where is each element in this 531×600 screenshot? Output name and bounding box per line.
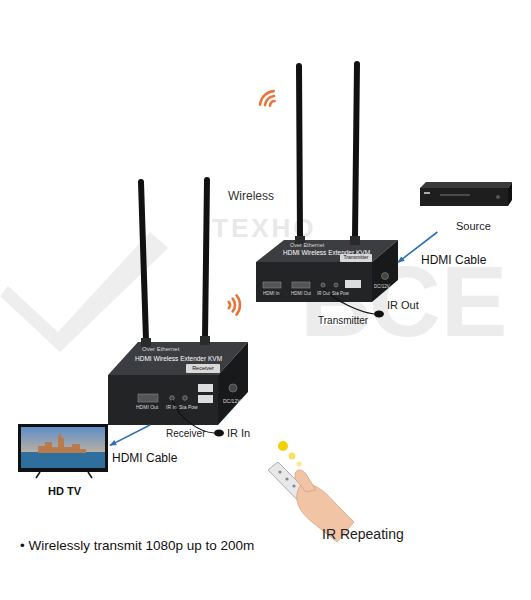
antenna	[205, 180, 207, 338]
dvd-side	[508, 182, 512, 206]
thumb	[295, 470, 316, 492]
antenna	[355, 64, 357, 236]
device-side	[372, 240, 398, 302]
part-label: Receiver	[166, 428, 205, 440]
device-print: Over Ethernet	[290, 242, 324, 248]
device-name: Source	[456, 220, 491, 233]
led	[334, 283, 338, 287]
antenna	[141, 182, 146, 340]
hdmi-port	[263, 282, 281, 288]
usb-port	[198, 384, 213, 392]
hdmi-port	[292, 282, 310, 288]
led	[183, 396, 188, 401]
port-label: Sta Pow	[179, 405, 198, 411]
tv-stand	[36, 472, 40, 478]
ir-jack	[321, 283, 325, 287]
edge-label: HDMI Cable	[421, 254, 486, 268]
remote-button	[285, 477, 288, 480]
tv-stand	[88, 472, 92, 478]
feature-label: IR Repeating	[322, 526, 404, 542]
device-front	[108, 375, 218, 425]
source-device: Source	[418, 180, 515, 232]
device-print: Over Ethernet	[142, 346, 179, 353]
ir-signal	[289, 453, 296, 460]
badge-text: Transmitter	[343, 255, 368, 261]
badge-text: Receiver	[192, 365, 214, 371]
ir-cable	[323, 288, 374, 314]
device-front	[256, 262, 372, 302]
antenna	[299, 66, 300, 236]
ir-signal	[278, 441, 288, 451]
part-label: IR Out	[387, 299, 419, 312]
dvd-front	[420, 188, 508, 206]
device-print: HDMI Wireless Extender KVM	[135, 355, 222, 362]
mode-badge: Receiver	[186, 364, 220, 373]
tv-sea	[21, 452, 105, 468]
feature-note: • Wirelessly transmit 1080p up to 200m	[20, 538, 254, 554]
tv-frame	[18, 424, 108, 472]
wifi-symbol	[229, 295, 240, 314]
wifi-symbol	[260, 91, 275, 106]
antenna-base	[350, 236, 360, 245]
dvd-logo	[424, 192, 430, 194]
port-label: HDMI In	[263, 291, 280, 296]
dc-jack	[382, 273, 389, 280]
antenna-base	[200, 336, 210, 345]
dvd-button	[496, 195, 500, 199]
link-label: Wireless	[228, 190, 274, 204]
dc-jack	[229, 384, 237, 392]
dvd-tray	[440, 194, 470, 196]
antenna-base	[141, 338, 151, 347]
mode-badge: Transmitter	[340, 254, 372, 262]
ir-receiver	[214, 430, 224, 437]
receiver-device: Over EthernetHDMI Wireless Extender KVM R…	[108, 342, 248, 425]
ir-emitter	[374, 311, 384, 318]
port-label: Sta Pow	[332, 291, 349, 296]
tv-town	[38, 432, 86, 453]
cable-arrow	[110, 425, 150, 445]
remote-button	[278, 470, 281, 473]
device-name: HD TV	[48, 485, 81, 498]
port-label: IR In	[166, 405, 177, 411]
usb-port	[345, 280, 361, 288]
remote-button	[292, 484, 295, 487]
port-label: HDMI Out	[291, 291, 311, 296]
port-label: HDMI Out	[136, 405, 158, 411]
dvd-top	[420, 182, 512, 188]
part-label: Transmitter	[318, 315, 368, 327]
cable-arrow	[398, 232, 437, 262]
tv-screen	[21, 427, 105, 468]
usb-port	[198, 395, 213, 403]
port-label: DC/12V	[374, 284, 390, 289]
port-label: IR Out	[317, 291, 330, 296]
hd-tv: HD TV	[18, 422, 110, 500]
ir-signal	[297, 462, 302, 467]
port-label: DC/12V	[223, 399, 241, 405]
edge-label: HDMI Cable	[112, 452, 177, 466]
part-label: IR In	[227, 427, 250, 440]
hdmi-port	[138, 394, 158, 402]
ir-jack	[170, 396, 175, 401]
device-side	[218, 342, 248, 425]
